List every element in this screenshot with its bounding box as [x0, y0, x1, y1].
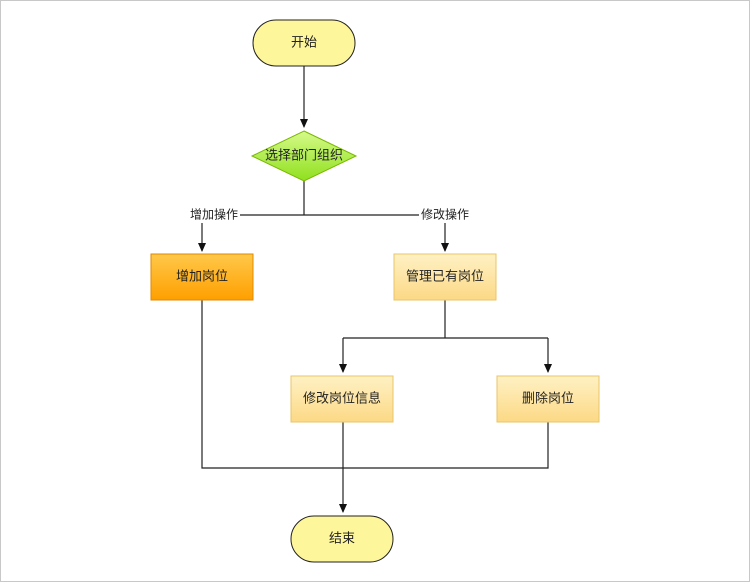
edge-label-edit-op: 修改操作: [421, 207, 469, 222]
edit-post-label: 修改岗位信息: [303, 391, 381, 407]
end-node: [290, 515, 394, 563]
add-post-node: [150, 253, 254, 301]
edit-post-node: [290, 375, 394, 423]
edge-merge-loop: [201, 300, 549, 469]
delete-post-node: [496, 375, 600, 423]
select-org-label: 选择部门组织: [265, 149, 343, 164]
manage-post-node: [393, 253, 497, 301]
delete-post-label: 删除岗位: [522, 392, 574, 407]
start-label: 开始: [291, 36, 317, 51]
edge-label-add-op: 增加操作: [190, 207, 238, 222]
start-node: [252, 19, 356, 67]
select-org-decision: [250, 130, 358, 182]
edge-label-bg-edit: [419, 207, 471, 223]
add-post-label: 增加岗位: [176, 270, 228, 285]
manage-post-label: 管理已有岗位: [406, 270, 484, 285]
edge-label-bg-add: [188, 207, 240, 223]
end-label: 结束: [329, 532, 355, 547]
